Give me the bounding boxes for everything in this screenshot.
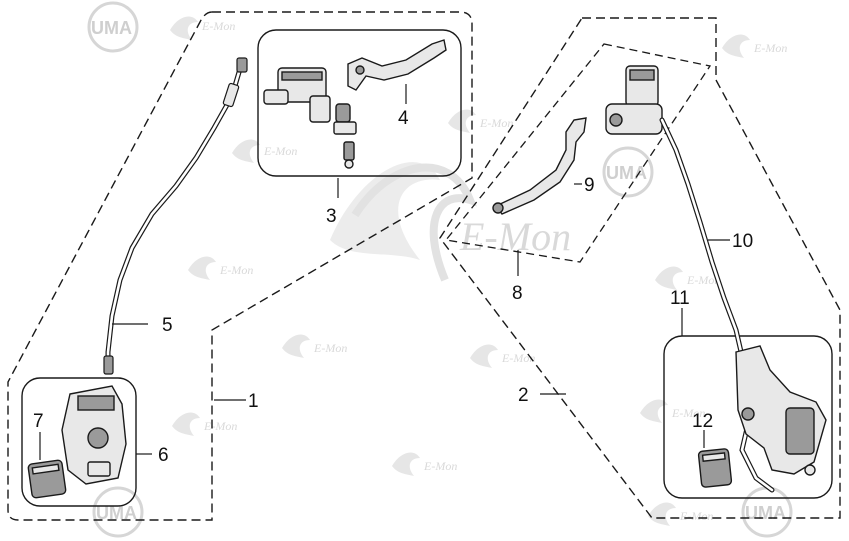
svg-text:E-Mon: E-Mon (219, 263, 253, 277)
svg-text:E-Mon: E-Mon (686, 273, 720, 287)
callout-12: 12 (692, 411, 713, 432)
part-3-master-cylinder (263, 67, 357, 169)
part-5-brake-hose (103, 57, 248, 375)
svg-text:E-Mon: E-Mon (679, 509, 713, 523)
svg-text:E-Mon: E-Mon (479, 116, 513, 130)
callout-10: 10 (732, 231, 753, 252)
uma-logo-watermark: UMA (92, 486, 144, 538)
emon-signature-watermark: E-Mon (172, 412, 237, 436)
svg-text:UMA: UMA (606, 163, 647, 183)
svg-text:E-Mon: E-Mon (501, 351, 535, 365)
part-9-brake-lever (492, 117, 587, 215)
callout-3: 3 (326, 206, 337, 227)
part-right-master-cylinder (605, 65, 663, 135)
svg-text:E-Mon: E-Mon (263, 144, 297, 158)
emon-signature-watermark: E-Mon (170, 16, 235, 40)
svg-text:UMA: UMA (91, 18, 132, 38)
callout-11: 11 (670, 288, 690, 309)
callout-7: 7 (33, 411, 44, 432)
emon-signature-watermark: E-Mon (448, 109, 513, 133)
assembly-11-box (663, 335, 833, 499)
svg-text:E-Mon: E-Mon (201, 19, 235, 33)
uma-logo-watermark: UMA (741, 486, 793, 538)
uma-logo-watermark: UMA (87, 1, 139, 53)
part-7-brake-pad (27, 459, 67, 499)
part-10-brake-hose (659, 117, 775, 493)
svg-text:UMA: UMA (96, 503, 137, 523)
svg-text:E-Mon: E-Mon (313, 341, 347, 355)
part-4-brake-lever (347, 39, 447, 91)
assembly-8-outline (444, 43, 712, 263)
assembly-2-outline (439, 17, 841, 519)
part-11-brake-caliper (735, 345, 827, 476)
svg-text:E-Mon: E-Mon (203, 419, 237, 433)
assembly-3-box (257, 29, 462, 177)
svg-text:E-Mon: E-Mon (671, 406, 705, 420)
emon-signature-watermark: E-Mon (188, 256, 253, 280)
part-12-brake-pad (697, 448, 733, 488)
callout-5: 5 (162, 315, 173, 336)
leader-lines (39, 84, 730, 460)
callout-8: 8 (512, 283, 523, 304)
svg-text:UMA: UMA (745, 503, 786, 523)
emon-signature-watermark: E-Mon (648, 502, 713, 526)
emon-signature-watermark: E-Mon (392, 452, 457, 476)
uma-logo-watermark: UMA (602, 146, 654, 198)
part-6-brake-caliper (61, 385, 127, 485)
emon-signature-watermark: E-Mon (470, 344, 535, 368)
callout-6: 6 (158, 445, 169, 466)
svg-text:E-Mon: E-Mon (423, 459, 457, 473)
emon-signature-watermark: E-Mon (232, 139, 297, 163)
callout-4: 4 (398, 108, 409, 129)
emon-signature-watermark: E-Mon (722, 34, 787, 58)
callout-9: 9 (584, 175, 595, 196)
assembly-6-box (21, 377, 137, 507)
emon-signature-watermark: E-Mon (640, 399, 705, 423)
emon-signature-watermark: E-Mon (282, 334, 347, 358)
watermark-layer: UMA UMA UMA UMA E-Mon E-Mon E-Mon (87, 1, 793, 538)
emon-signature-watermark-large: E-Mon (330, 162, 571, 282)
emon-signature-watermark: E-Mon (655, 266, 720, 290)
assembly-1-outline (7, 11, 473, 521)
svg-text:E-Mon: E-Mon (753, 41, 787, 55)
callout-1: 1 (248, 391, 259, 412)
callout-2: 2 (518, 385, 529, 406)
svg-text:E-Mon: E-Mon (459, 214, 571, 259)
